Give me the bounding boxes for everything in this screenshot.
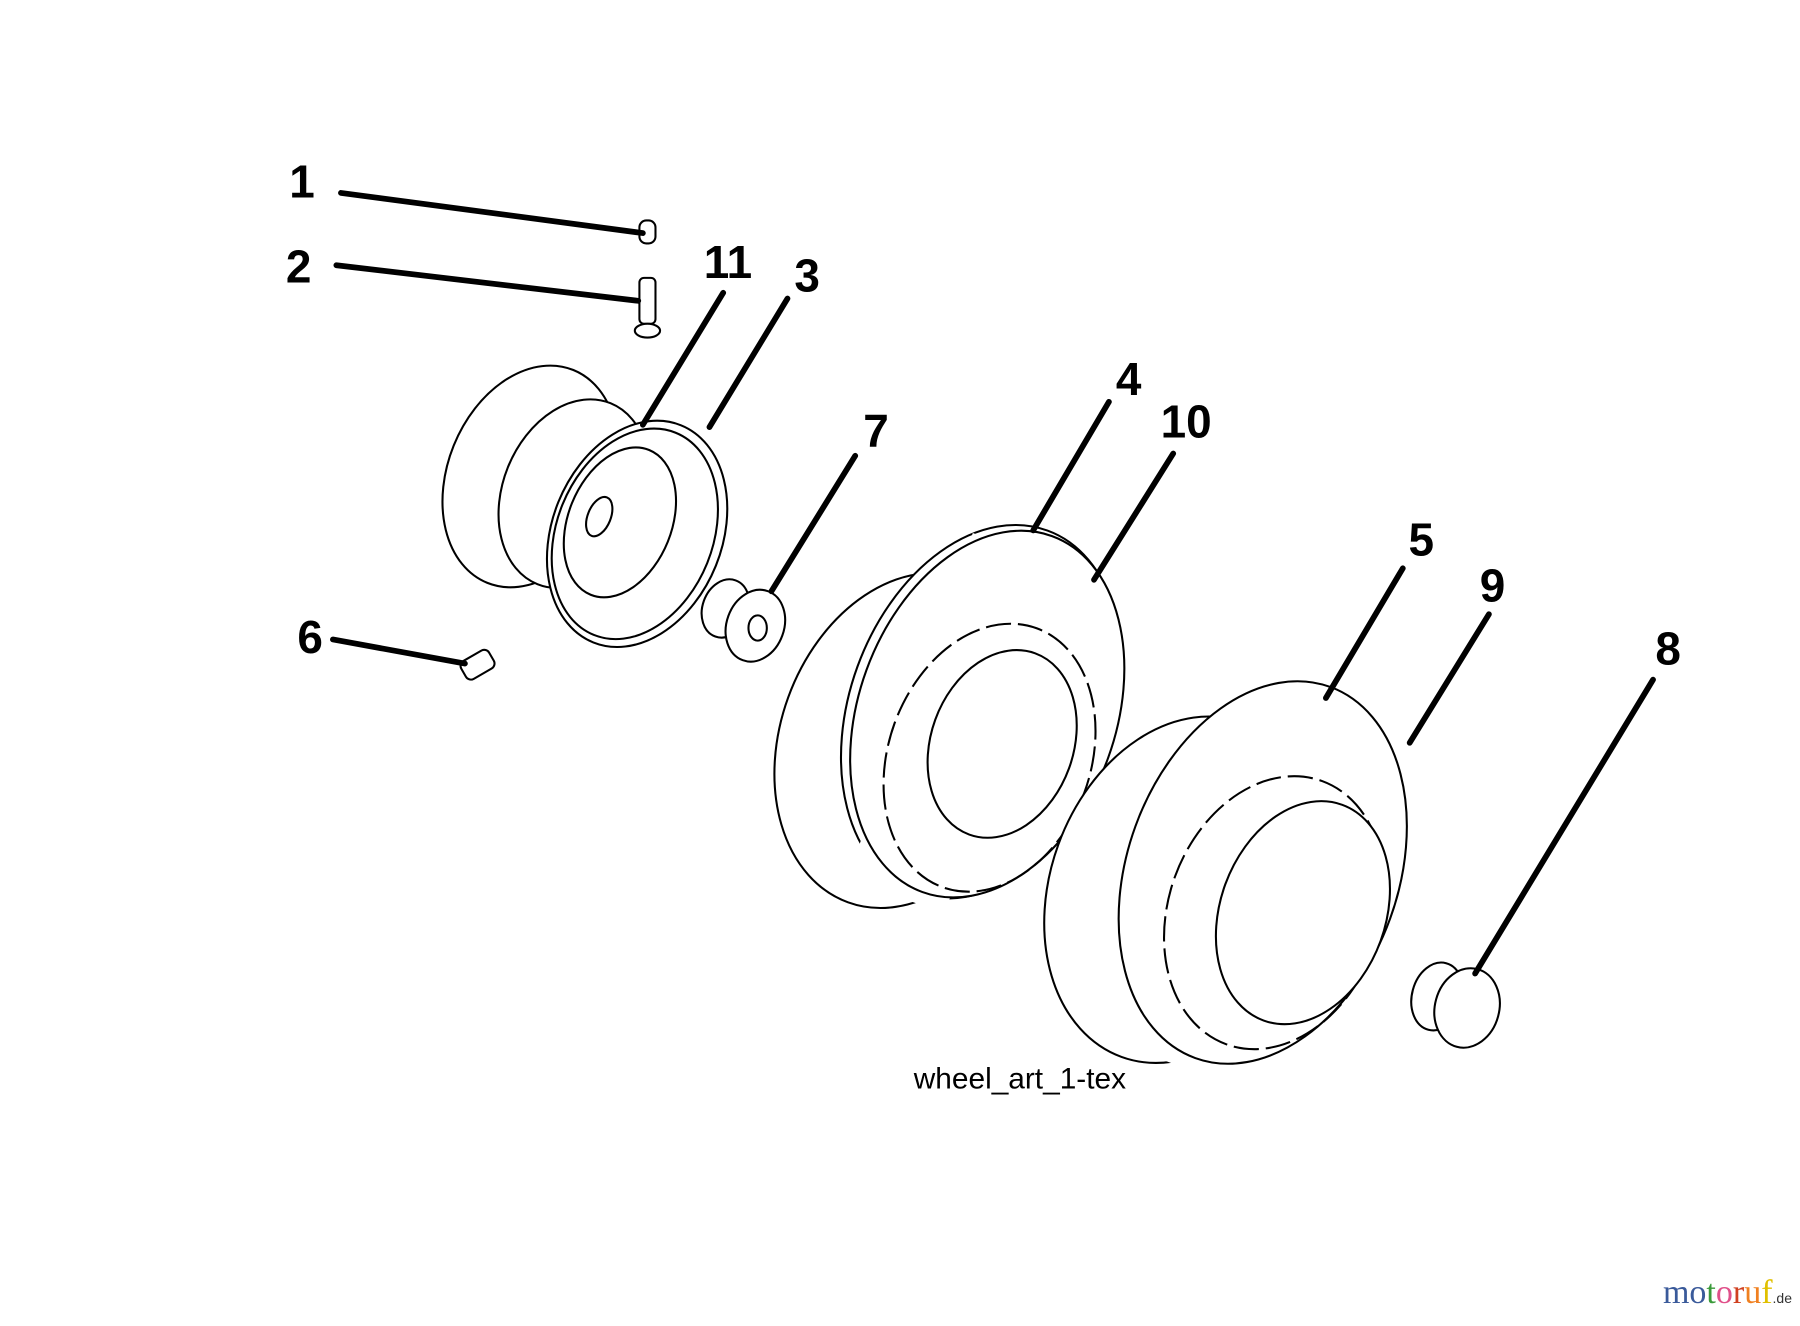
callout-line-10 (1091, 450, 1177, 583)
callout-6: 6 (297, 611, 323, 663)
callout-2: 2 (286, 240, 312, 292)
callout-10: 10 (1161, 395, 1212, 447)
callout-9: 9 (1480, 560, 1506, 612)
callout-line-2 (333, 262, 642, 304)
callout-line-7 (768, 452, 859, 595)
grease-fitting-part (459, 648, 496, 681)
logo-letter: m (1662, 1274, 1690, 1311)
callout-line-11 (639, 289, 727, 428)
watermark-logo: motoruf.de (1663, 1274, 1792, 1312)
callout-line-5 (1323, 565, 1406, 701)
bushing-part (700, 578, 787, 663)
tire-part-rear (1043, 677, 1408, 1080)
hub-cap-part (1410, 961, 1501, 1049)
callout-3: 3 (794, 250, 820, 302)
callout-line-8 (1472, 676, 1656, 977)
callout-11: 11 (704, 236, 753, 288)
logo-letter: r (1732, 1274, 1745, 1311)
logo-letter: u (1744, 1274, 1762, 1311)
logo-letter: o (1689, 1274, 1707, 1311)
callout-1: 1 (289, 156, 315, 208)
callout-line-9 (1406, 611, 1492, 746)
callout-line-3 (706, 295, 791, 430)
diagram-caption: wheel_art_1-tex (913, 1062, 1126, 1095)
logo-letter: o (1715, 1274, 1733, 1311)
callout-line-1 (338, 190, 646, 236)
callout-8: 8 (1655, 623, 1681, 675)
logo-letter: f (1761, 1274, 1773, 1311)
tire-part-front (773, 523, 1126, 914)
valve-stem-part (633, 276, 662, 339)
logo-letter: t (1706, 1274, 1716, 1311)
callout-7: 7 (863, 405, 889, 457)
callout-line-6 (330, 636, 468, 667)
rim-part (441, 364, 729, 649)
callout-4: 4 (1116, 353, 1142, 405)
callout-line-4 (1030, 398, 1112, 534)
logo-suffix: .de (1772, 1290, 1792, 1306)
callout-5: 5 (1409, 514, 1435, 566)
